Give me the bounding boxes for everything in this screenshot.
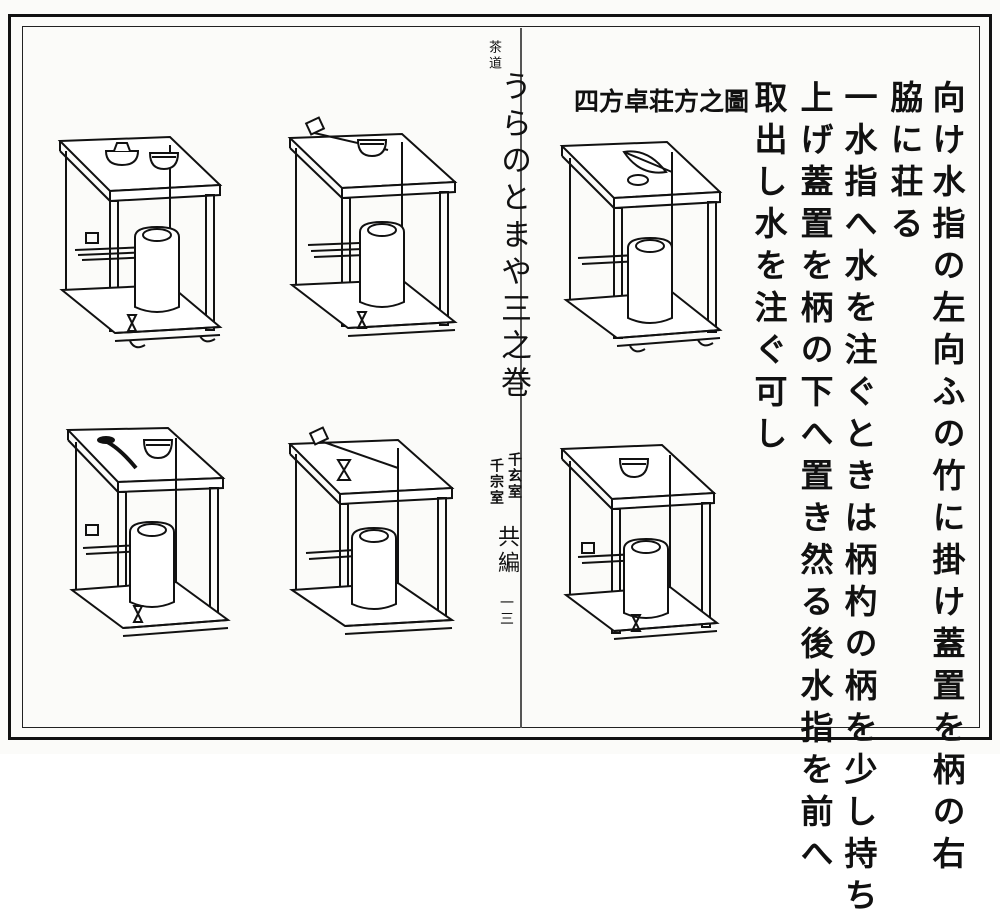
illustration-left-bottom-left <box>68 430 238 645</box>
illustration-left-top-right <box>290 120 465 350</box>
tea-bowl-icon <box>150 153 178 169</box>
text-column-2: 脇に荘る <box>888 80 921 248</box>
series-label: 茶道 <box>484 40 503 72</box>
text-column-3: 一水指へ水を注ぐときは柄杓の柄を少し持ち <box>842 80 875 920</box>
text-column-5: 取出し水を注ぐ可し <box>752 80 785 458</box>
compiled-label: 共編 <box>490 525 522 577</box>
illustration-right-bottom <box>562 445 727 655</box>
tea-bowl-icon <box>144 440 172 458</box>
tea-bowl-icon <box>358 140 386 156</box>
author-2: 千宗室 <box>486 458 506 506</box>
text-column-1: 向け水指の左向ふの竹に掛け蓋置を柄の右 <box>930 80 963 878</box>
illustration-left-top-left <box>60 125 230 355</box>
small-caddy-icon <box>628 175 648 185</box>
illustration-left-bottom-right <box>290 428 465 643</box>
book-title: うらのとまや三之巻 <box>491 70 536 403</box>
tea-bowl-icon <box>620 459 648 477</box>
ladle-cup-icon <box>306 118 324 135</box>
folio-number: 一三 <box>496 595 516 627</box>
text-column-4: 上げ蓋置を柄の下へ置き然る後水指を前へ <box>798 80 831 878</box>
illustration-right-top <box>562 140 727 360</box>
figure-title: 四方卓荘方之圖 <box>574 82 749 118</box>
author-1: 千玄室 <box>504 452 524 500</box>
book-spread: 茶道 うらのとまや三之巻 千玄室 千宗室 共編 一三 四方卓荘方之圖 向け水指の… <box>0 0 1000 754</box>
